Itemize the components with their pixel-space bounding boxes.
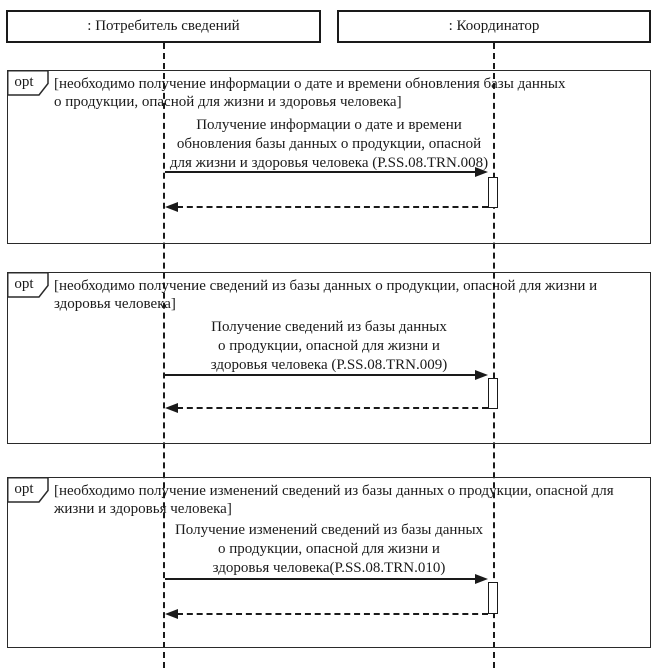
call-arrowhead-icon [475,167,488,177]
call-arrow-line-3 [165,578,477,580]
message-label-2: Получение сведений из базы данных о прод… [164,318,494,375]
guard-line: [необходимо получение сведений из базы д… [54,278,598,294]
return-arrowhead-icon [165,403,178,413]
opt-operator-pentagon-icon: opt [7,477,49,503]
message-line: для жизни и здоровья человека (P.SS.08.T… [169,155,489,171]
opt-operator-label: opt [14,74,34,90]
guard-line: [необходимо получение информации о дате … [54,76,566,92]
message-label-3: Получение изменений сведений из базы дан… [164,521,494,578]
opt-fragment-1: opt [необходимо получение информации о д… [7,70,651,244]
opt-operator-label: opt [14,276,34,292]
message-line: Получение изменений сведений из базы дан… [174,522,484,538]
guard-line: о продукции, опасной для жизни и здоровь… [54,94,402,110]
message-line: здоровья человека(P.SS.08.TRN.010) [212,560,446,576]
message-line: Получение сведений из базы данных [211,319,447,335]
call-arrowhead-icon [475,574,488,584]
call-arrow-line-2 [165,374,477,376]
call-arrow-line-1 [165,171,477,173]
return-arrowhead-icon [165,609,178,619]
return-arrow-line-2 [177,407,488,409]
guard-line: жизни и здоровья человека] [54,501,232,517]
call-arrowhead-icon [475,370,488,380]
actor-coordinator-label: : Координатор [448,18,540,34]
actor-coordinator-box: : Координатор [337,10,651,43]
actor-consumer-label: : Потребитель сведений [87,18,240,34]
activation-bar-1 [488,177,498,208]
guard-line: здоровья человека] [54,296,176,312]
guard-condition-1: [необходимо получение информации о дате … [54,75,566,111]
activation-bar-3 [488,582,498,614]
lifeline-consumer [163,43,165,668]
opt-operator-label: opt [14,481,34,497]
actor-consumer-box: : Потребитель сведений [6,10,321,43]
message-line: о продукции, опасной для жизни и [218,541,440,557]
return-arrow-line-3 [177,613,488,615]
message-label-1: Получение информации о дате и времени об… [164,116,494,173]
opt-fragment-2: opt [необходимо получение сведений из ба… [7,272,651,444]
return-arrow-line-1 [177,206,488,208]
message-line: обновления базы данных о продукции, опас… [176,136,482,152]
opt-operator-pentagon-icon: opt [7,272,49,298]
opt-fragment-3: opt [необходимо получение изменений свед… [7,477,651,648]
message-line: здоровья человека (P.SS.08.TRN.009) [210,357,448,373]
guard-condition-2: [необходимо получение сведений из базы д… [54,277,597,313]
activation-bar-2 [488,378,498,409]
message-line: Получение информации о дате и времени [196,117,462,133]
guard-line: [необходимо получение изменений сведений… [54,483,614,499]
opt-operator-pentagon-icon: opt [7,70,49,96]
message-line: о продукции, опасной для жизни и [218,338,440,354]
return-arrowhead-icon [165,202,178,212]
guard-condition-3: [необходимо получение изменений сведений… [54,482,614,518]
lifeline-coordinator [493,43,495,668]
